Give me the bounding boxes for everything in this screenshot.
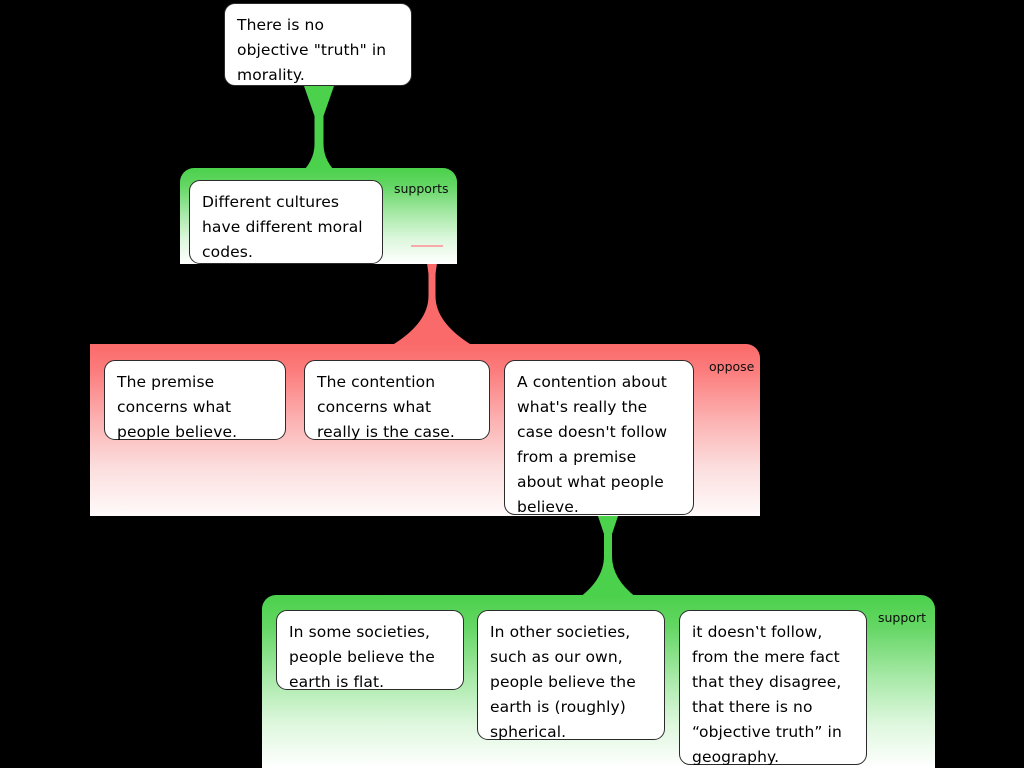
connector-contention-to-supports [298,86,340,178]
connector-supports-to-oppose [394,248,470,348]
claim-different-cultures[interactable]: Different cultures have different moral … [189,180,383,264]
group-label-supports: supports [394,181,449,196]
connector-stub-bar [411,245,443,248]
claim-spherical-earth-societies[interactable]: In other societies, such as our own, peo… [477,610,665,741]
claim-contention-really-is[interactable]: The contention concerns what really is t… [304,360,490,441]
group-label-oppose: oppose [709,359,755,374]
connector-oppose-to-support [573,510,643,606]
claim-main-contention[interactable]: There is no objective "truth" in moralit… [224,3,412,86]
group-label-support: support [878,610,926,625]
claim-does-not-follow[interactable]: A contention about what's really the cas… [504,360,694,516]
claim-geography-analogy[interactable]: it doesn‛t follow, from the mere fact th… [679,610,867,766]
claim-flat-earth-societies[interactable]: In some societies, people believe the ea… [276,610,464,691]
claim-premise-people-believe[interactable]: The premise concerns what people believe… [104,360,286,441]
